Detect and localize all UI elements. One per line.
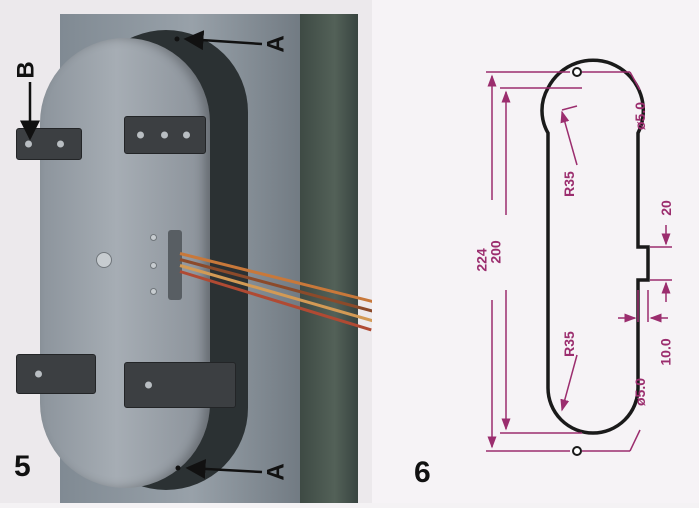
dim-hole-top: ø5.0 bbox=[632, 101, 649, 131]
wall-edge bbox=[300, 14, 358, 503]
drawing-panel: 224 200 R35 R35 ø5.0 ø5.0 20 10.0 6 bbox=[372, 0, 699, 503]
bracket-top-right bbox=[124, 116, 206, 154]
figure-number-5: 5 bbox=[14, 450, 31, 483]
dim-inner-height: 200 bbox=[487, 240, 504, 264]
small-screw bbox=[150, 234, 157, 241]
mounting-hole-bottom bbox=[572, 446, 582, 456]
bracket-bottom-left bbox=[16, 354, 96, 394]
small-screw bbox=[150, 288, 157, 295]
cable-connector bbox=[168, 230, 182, 300]
label-a-bottom: A bbox=[262, 463, 290, 481]
label-a-top: A bbox=[262, 35, 290, 53]
label-b: B bbox=[12, 61, 40, 79]
housing-outline bbox=[540, 58, 650, 435]
photo-panel: A A B 5 bbox=[12, 14, 372, 503]
center-screw bbox=[96, 252, 112, 268]
photo-arrows bbox=[20, 30, 263, 479]
dimension-drawing bbox=[486, 58, 672, 456]
dim-hole-bottom: ø5.0 bbox=[632, 377, 649, 407]
dim-notch-depth: 10.0 bbox=[657, 338, 674, 366]
mounting-hole-top bbox=[572, 67, 582, 77]
dim-radius-bottom: R35 bbox=[560, 331, 577, 357]
dim-notch-height: 20 bbox=[657, 200, 674, 216]
figure-number-6: 6 bbox=[414, 456, 431, 489]
dim-radius-top: R35 bbox=[560, 171, 577, 197]
bracket-bottom-right bbox=[124, 362, 236, 408]
small-screw bbox=[150, 262, 157, 269]
